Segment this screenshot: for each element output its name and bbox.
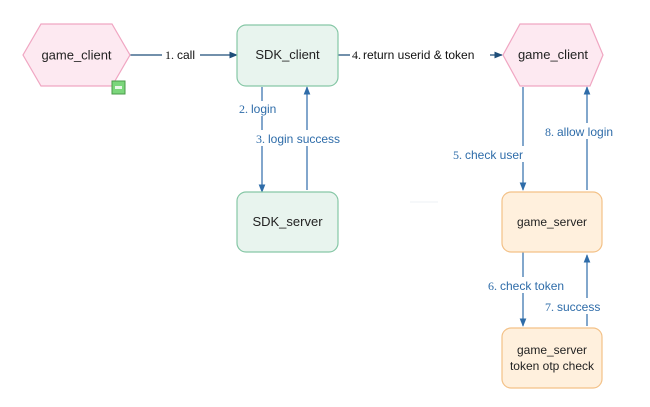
- edge-text: login success: [268, 132, 340, 146]
- edge-text: allow login: [557, 125, 613, 139]
- node-label: SDK_client: [255, 47, 320, 62]
- edge-number: 6.: [488, 279, 497, 293]
- node-label-line1: game_server: [517, 343, 587, 357]
- edge-label-success: 7.success: [543, 298, 611, 314]
- edge-text: login: [251, 102, 276, 116]
- edge-label-return: 4.return userid & token: [350, 47, 490, 62]
- edge-text: check user: [465, 148, 523, 162]
- edge-label-text: 8.allow login: [545, 125, 613, 139]
- label-bg: [162, 47, 200, 62]
- edge-label-text: 4.return userid & token: [352, 48, 474, 62]
- node-game-server[interactable]: game_server: [501, 191, 603, 253]
- edge-text: check token: [500, 279, 564, 293]
- node-box: [236, 24, 339, 87]
- edge-label-text: 5.check user: [453, 148, 523, 162]
- node-game-client-right[interactable]: game_client: [502, 23, 604, 87]
- edge-text: success: [557, 300, 600, 314]
- edge-label-check-user: 5.check user: [451, 146, 539, 162]
- edge-label-login-success: 3.login success: [254, 130, 356, 146]
- edge-number: 5.: [453, 148, 462, 162]
- edge-label-login: 2.login: [237, 101, 283, 116]
- node-label-line2: token otp check: [510, 359, 595, 373]
- edge-number: 1.: [165, 48, 174, 62]
- edge-text: call: [177, 48, 195, 62]
- edge-label-check-token: 6.check token: [486, 277, 578, 293]
- node-label: SDK_server: [252, 214, 323, 229]
- edge-number: 8.: [545, 125, 554, 139]
- edge-label-text: 1.call: [165, 48, 195, 62]
- edge-label-text: 7.success: [545, 300, 600, 314]
- node-game-client-left[interactable]: game_client: [22, 23, 131, 87]
- label-bg: [254, 130, 356, 146]
- edge-number: 2.: [239, 102, 248, 116]
- edge-number: 3.: [256, 132, 265, 146]
- label-bg: [451, 146, 539, 162]
- label-bg: [486, 277, 578, 293]
- label-bg: [350, 47, 490, 62]
- node-game-server-token-check[interactable]: game_server token otp check: [501, 327, 603, 389]
- node-box: [501, 327, 603, 389]
- edge-number: 4.: [352, 48, 361, 62]
- node-label: game_server: [517, 215, 587, 229]
- edge-label-text: 6.check token: [488, 279, 564, 293]
- label-bg: [543, 298, 611, 314]
- node-label: game_client: [518, 47, 588, 62]
- edge-label-allow-login: 8.allow login: [543, 123, 627, 139]
- edge-label-call: 1.call: [162, 47, 200, 62]
- node-label: game_client: [41, 48, 111, 63]
- edge-text: return userid & token: [363, 48, 474, 62]
- hexagon-shape: [502, 23, 604, 87]
- node-box: [236, 191, 339, 253]
- node-sdk-client[interactable]: SDK_client: [236, 24, 339, 87]
- node-sdk-server[interactable]: SDK_server: [236, 191, 339, 253]
- label-bg: [543, 123, 627, 139]
- edge-number: 7.: [545, 300, 554, 314]
- edge-label-text: 3.login success: [256, 132, 340, 146]
- label-bg: [237, 101, 283, 116]
- node-box: [501, 191, 603, 253]
- collapse-toggle[interactable]: [111, 80, 126, 95]
- minus-bar: [115, 86, 122, 89]
- edge-label-text: 2.login: [239, 102, 276, 116]
